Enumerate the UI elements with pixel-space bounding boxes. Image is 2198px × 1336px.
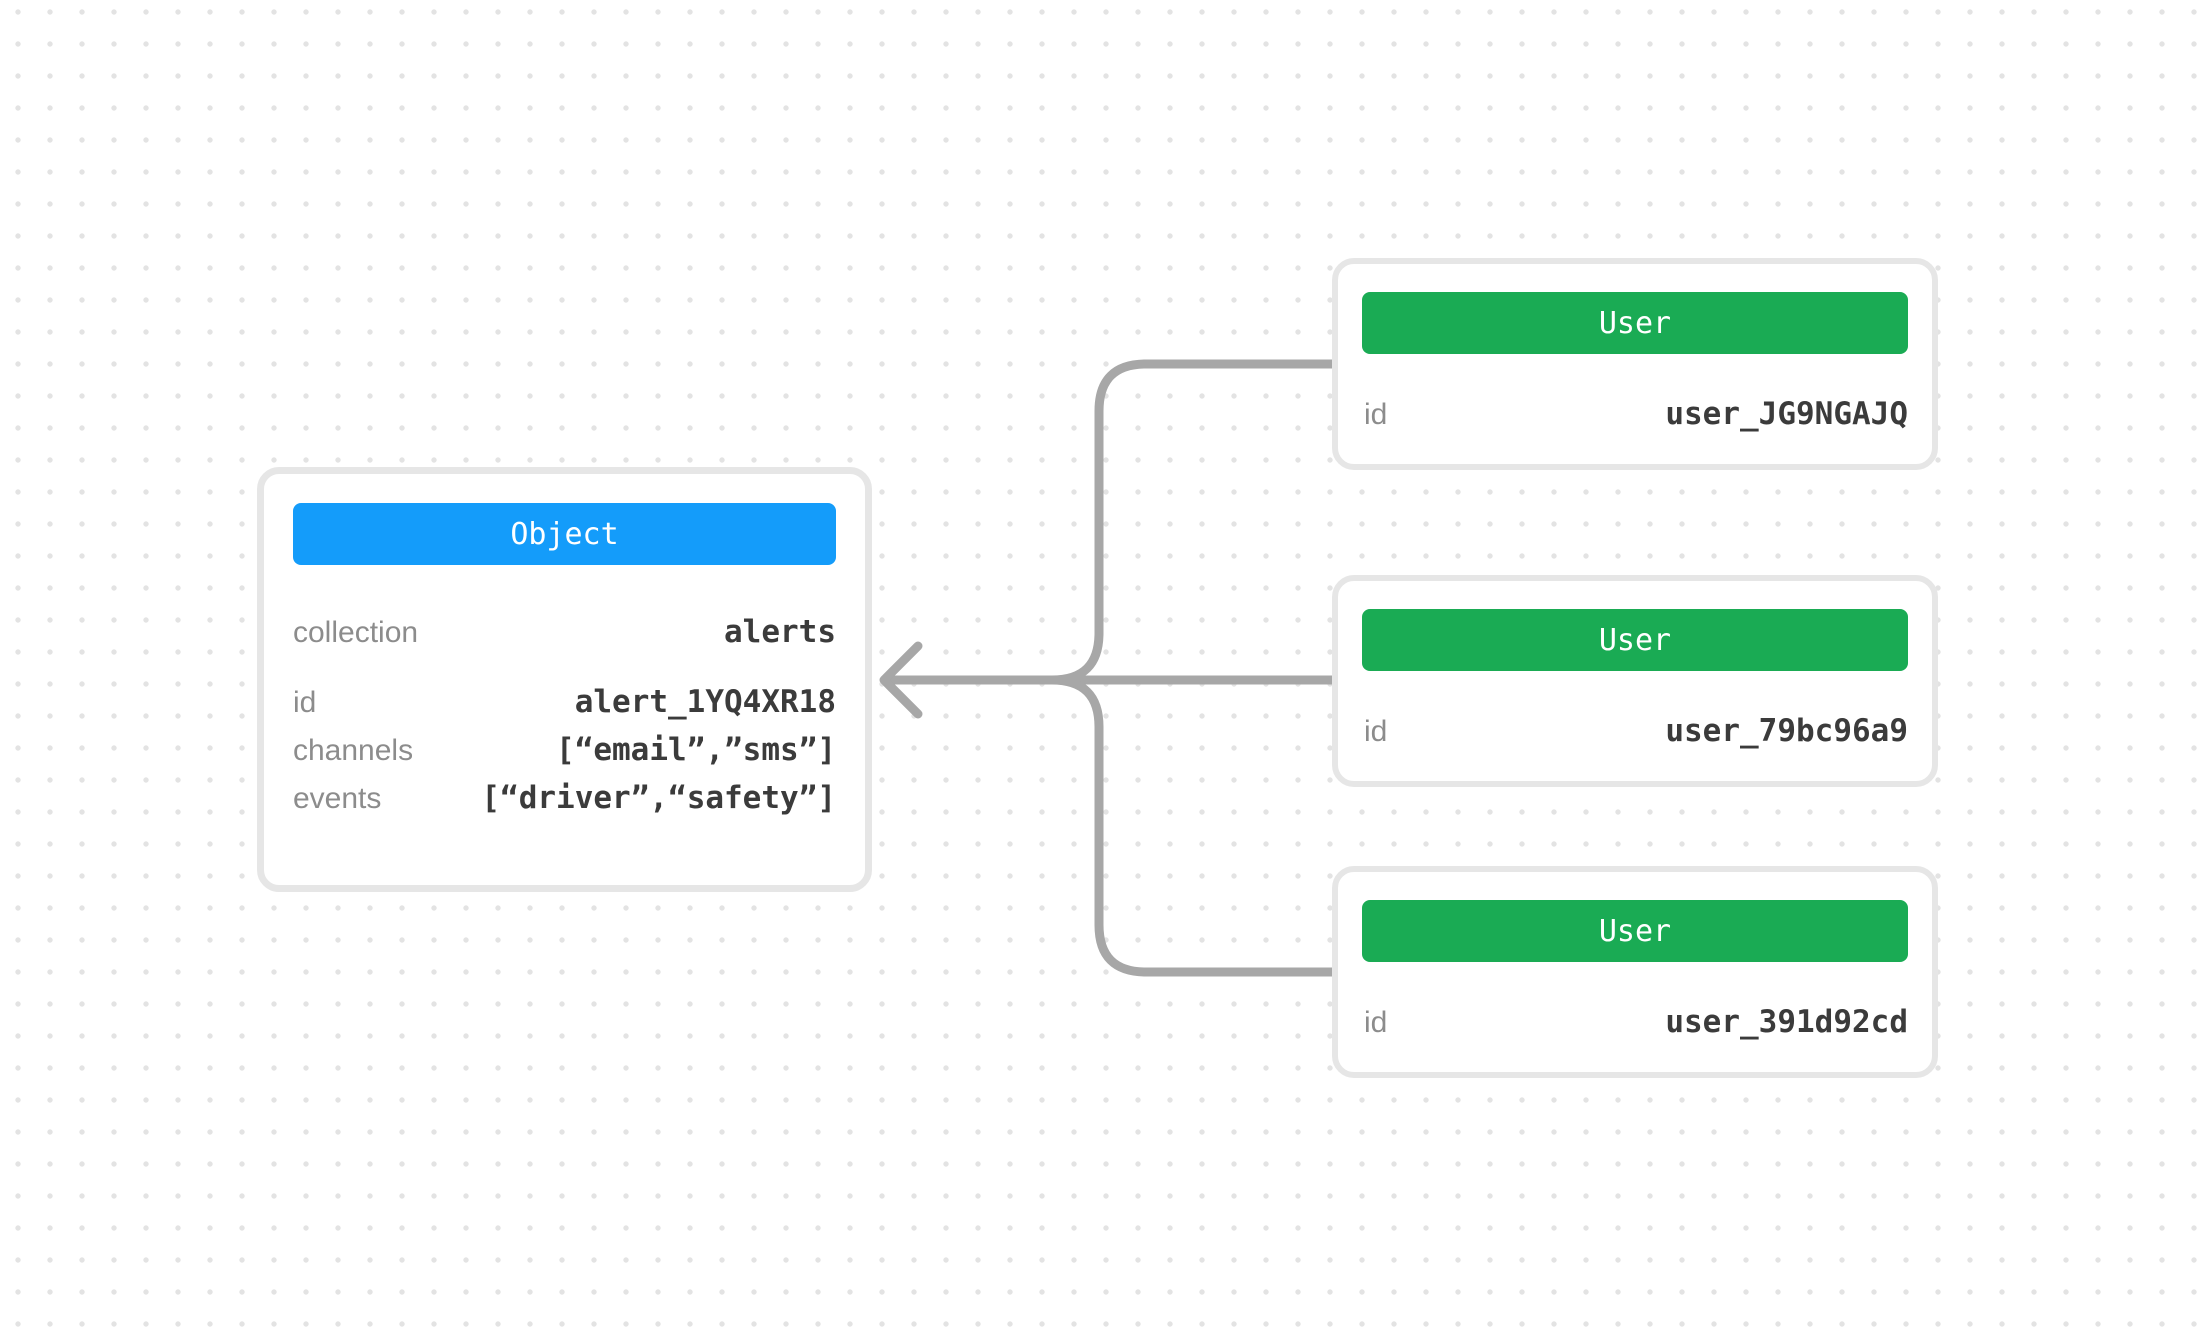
arrowhead-icon xyxy=(879,641,923,719)
object-field-channels: channels [“email”,”sms”] xyxy=(293,730,836,771)
user-node-header: User xyxy=(1362,900,1908,962)
user-node-2[interactable]: User id user_79bc96a9 xyxy=(1332,575,1938,787)
connector-user1-to-object xyxy=(883,359,1338,685)
field-label: events xyxy=(293,782,382,815)
connector-user3-to-object xyxy=(883,675,1338,977)
object-field-collection: collection alerts xyxy=(293,612,836,653)
field-label: id xyxy=(293,686,317,719)
field-value: user_391d92cd xyxy=(1665,1004,1908,1040)
field-label: id xyxy=(1364,398,1388,431)
user-node-3[interactable]: User id user_391d92cd xyxy=(1332,866,1938,1078)
field-label: channels xyxy=(293,734,414,767)
object-field-events: events [“driver”,“safety”] xyxy=(293,778,836,819)
user1-field-id: id user_JG9NGAJQ xyxy=(1364,394,1908,435)
field-value: alerts xyxy=(724,614,836,650)
field-value: [“driver”,“safety”] xyxy=(481,780,836,816)
user2-field-id: id user_79bc96a9 xyxy=(1364,711,1908,752)
user-node-header: User xyxy=(1362,292,1908,354)
object-node[interactable]: Object collection alerts id alert_1YQ4XR… xyxy=(257,467,872,892)
field-value: user_79bc96a9 xyxy=(1665,713,1908,749)
user-node-header: User xyxy=(1362,609,1908,671)
field-value: user_JG9NGAJQ xyxy=(1665,396,1908,432)
user-node-1[interactable]: User id user_JG9NGAJQ xyxy=(1332,258,1938,470)
field-label: id xyxy=(1364,1006,1388,1039)
object-field-id: id alert_1YQ4XR18 xyxy=(293,682,836,723)
field-label: collection xyxy=(293,616,419,649)
field-value: [“email”,”sms”] xyxy=(556,732,836,768)
user3-field-id: id user_391d92cd xyxy=(1364,1002,1908,1043)
field-label: id xyxy=(1364,715,1388,748)
field-value: alert_1YQ4XR18 xyxy=(574,684,836,720)
object-node-header: Object xyxy=(293,503,836,565)
